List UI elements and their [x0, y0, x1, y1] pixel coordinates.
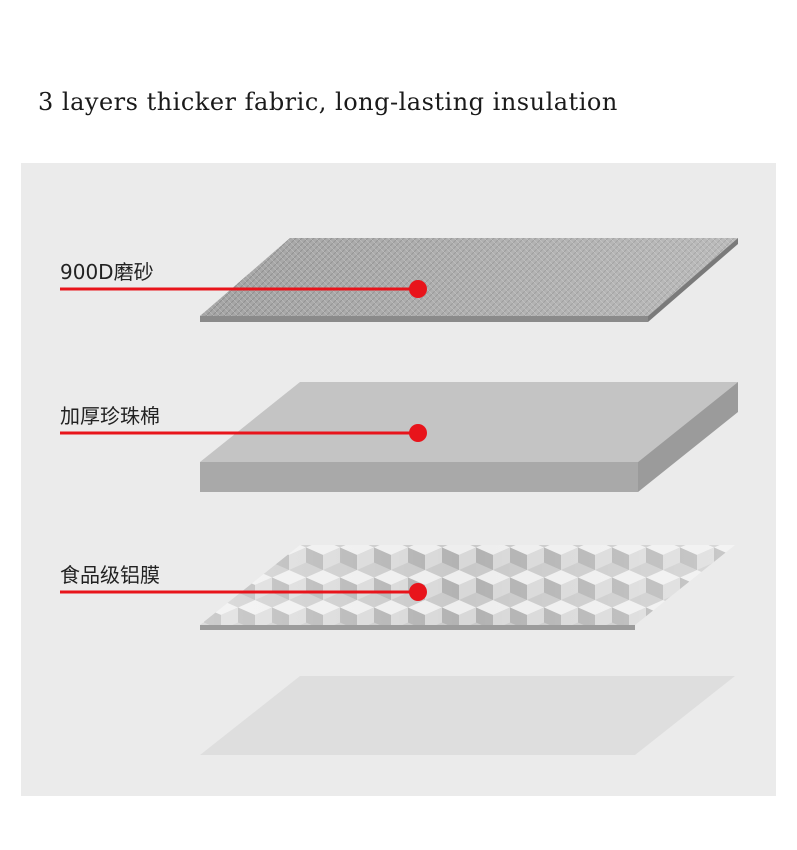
- fabric-layer: [200, 238, 738, 322]
- callout-1: [60, 280, 427, 298]
- layer-label-foam: 加厚珍珠棉: [60, 404, 160, 428]
- callout-dot: [409, 280, 427, 298]
- layer-label-fabric: 900D磨砂: [60, 260, 154, 284]
- callout-2: [60, 424, 427, 442]
- foam-layer: [200, 382, 738, 492]
- callout-dot: [409, 424, 427, 442]
- headline: 3 layers thicker fabric, long-lasting in…: [38, 88, 618, 116]
- backing-layer: [200, 676, 735, 755]
- callout-3: [60, 583, 427, 601]
- callout-dot: [409, 583, 427, 601]
- foil-layer: [200, 545, 735, 630]
- layer-label-foil: 食品级铝膜: [60, 563, 160, 587]
